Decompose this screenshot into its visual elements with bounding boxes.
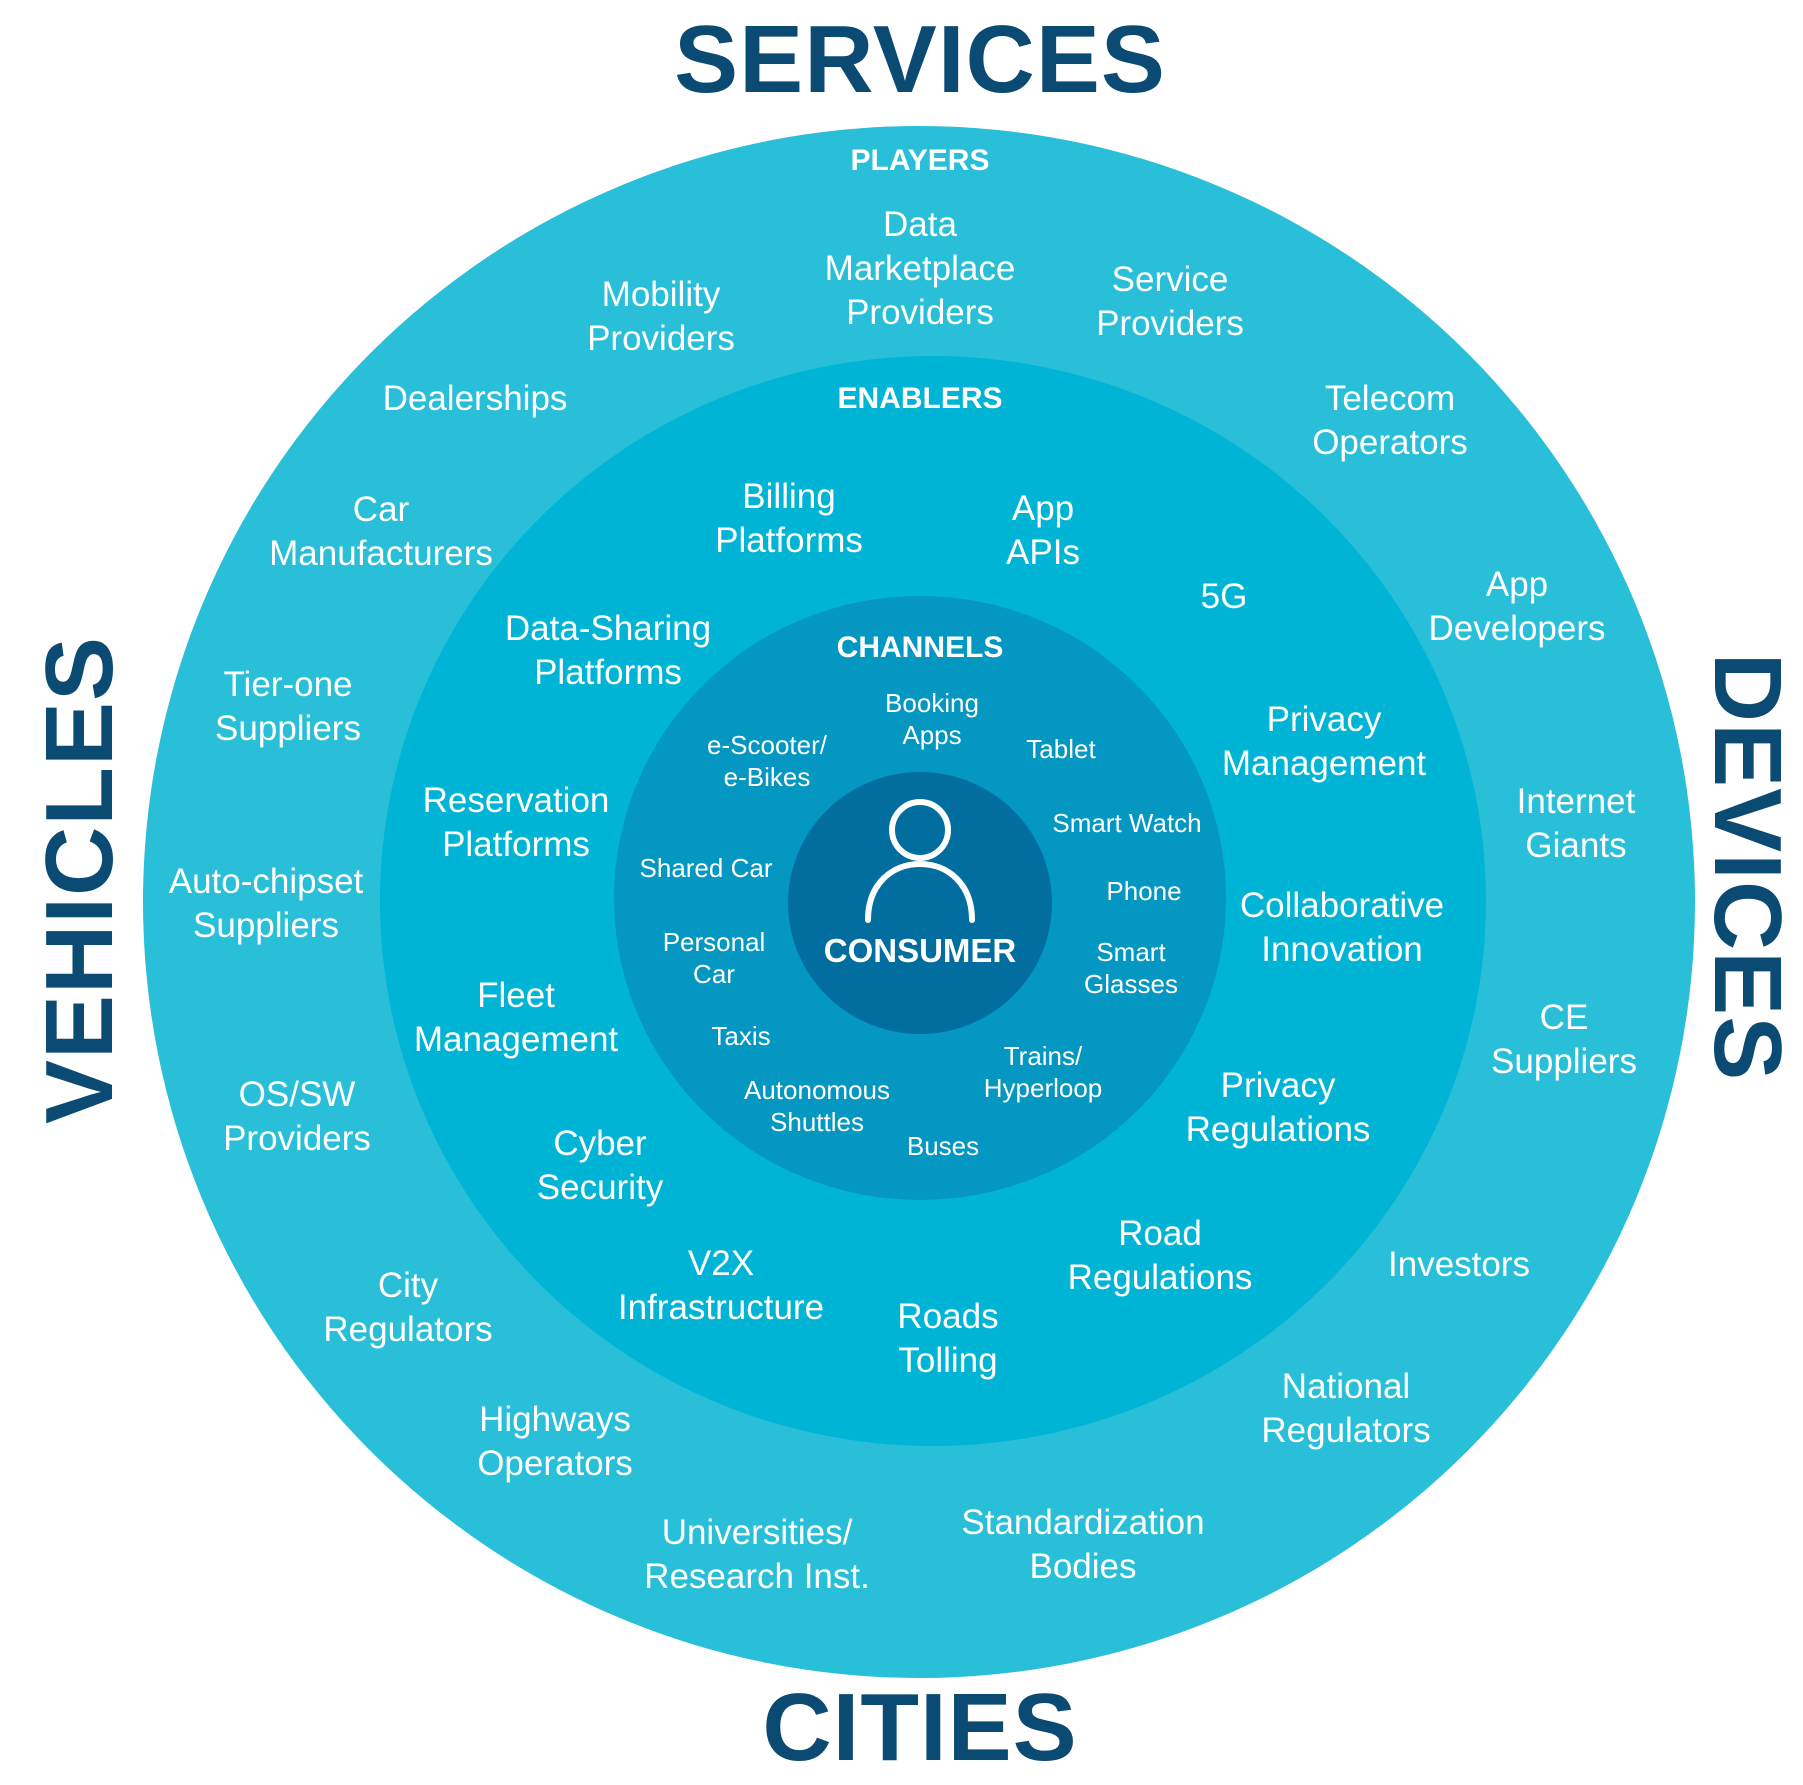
channel-item: Taxis — [711, 1021, 771, 1051]
channel-item: Booking Apps — [885, 688, 979, 750]
enabler-item: App APIs — [1006, 489, 1080, 572]
enabler-item: Privacy Regulations — [1185, 1066, 1371, 1149]
channel-item: Phone — [1106, 876, 1182, 906]
channel-item: Autonomous Shuttles — [744, 1075, 890, 1137]
enabler-item: 5G — [1200, 577, 1248, 616]
enabler-item: Privacy Management — [1221, 700, 1427, 783]
channel-item: e-Scooter/ e-Bikes — [707, 730, 827, 792]
channel-item: Smart Glasses — [1084, 937, 1178, 999]
player-item: OS/SW Providers — [223, 1075, 371, 1158]
consumer-core — [788, 772, 1052, 1034]
channel-item: Personal Car — [662, 927, 766, 989]
channel-item: Shared Car — [639, 853, 773, 883]
player-item: National Regulators — [1261, 1367, 1431, 1450]
player-item: Highways Operators — [477, 1400, 633, 1483]
player-item: Standardization Bodies — [961, 1503, 1205, 1586]
enabler-item: Roads Tolling — [897, 1297, 999, 1380]
channel-item: Trains/ Hyperloop — [983, 1041, 1103, 1103]
player-item: Investors — [1388, 1245, 1530, 1284]
enablers-heading: ENABLERS — [837, 382, 1003, 415]
domain-label-cities: CITIES — [762, 1674, 1078, 1781]
player-item: Internet Giants — [1516, 782, 1636, 865]
consumer-label: CONSUMER — [823, 932, 1017, 969]
enabler-item: V2X Infrastructure — [617, 1244, 825, 1327]
enabler-item: Road Regulations — [1067, 1214, 1253, 1297]
enabler-item: Billing Platforms — [715, 477, 863, 560]
player-item: City Regulators — [323, 1266, 493, 1349]
enabler-item: Cyber Security — [536, 1124, 664, 1207]
player-item: Data Marketplace Providers — [824, 205, 1016, 332]
player-item: Car Manufacturers — [269, 490, 493, 573]
domain-label-services: SERVICES — [674, 6, 1166, 113]
player-item: Telecom Operators — [1312, 379, 1468, 462]
players-heading: PLAYERS — [850, 144, 990, 177]
enabler-item: Fleet Management — [413, 976, 619, 1059]
player-item: App Developers — [1428, 565, 1606, 648]
player-item: Mobility Providers — [587, 275, 735, 358]
player-item: Dealerships — [382, 379, 568, 418]
channels-heading: CHANNELS — [836, 631, 1004, 664]
person-icon — [865, 799, 975, 923]
enabler-item: Reservation Platforms — [422, 781, 610, 864]
channel-item: Buses — [906, 1131, 980, 1161]
enabler-item: Collaborative Innovation — [1239, 886, 1445, 969]
channel-item: Smart Watch — [1052, 808, 1202, 838]
domain-label-devices: DEVICES — [1694, 652, 1801, 1082]
player-item: Service Providers — [1096, 260, 1244, 343]
player-item: CE Suppliers — [1491, 998, 1637, 1081]
player-item: Universities/ Research Inst. — [644, 1513, 870, 1596]
player-item: Auto-chipset Suppliers — [168, 862, 364, 945]
player-item: Tier-one Suppliers — [215, 665, 361, 748]
domain-label-vehicles: VEHICLES — [26, 635, 133, 1125]
channel-item: Tablet — [1026, 734, 1096, 764]
enabler-item: Data-Sharing Platforms — [504, 609, 712, 692]
